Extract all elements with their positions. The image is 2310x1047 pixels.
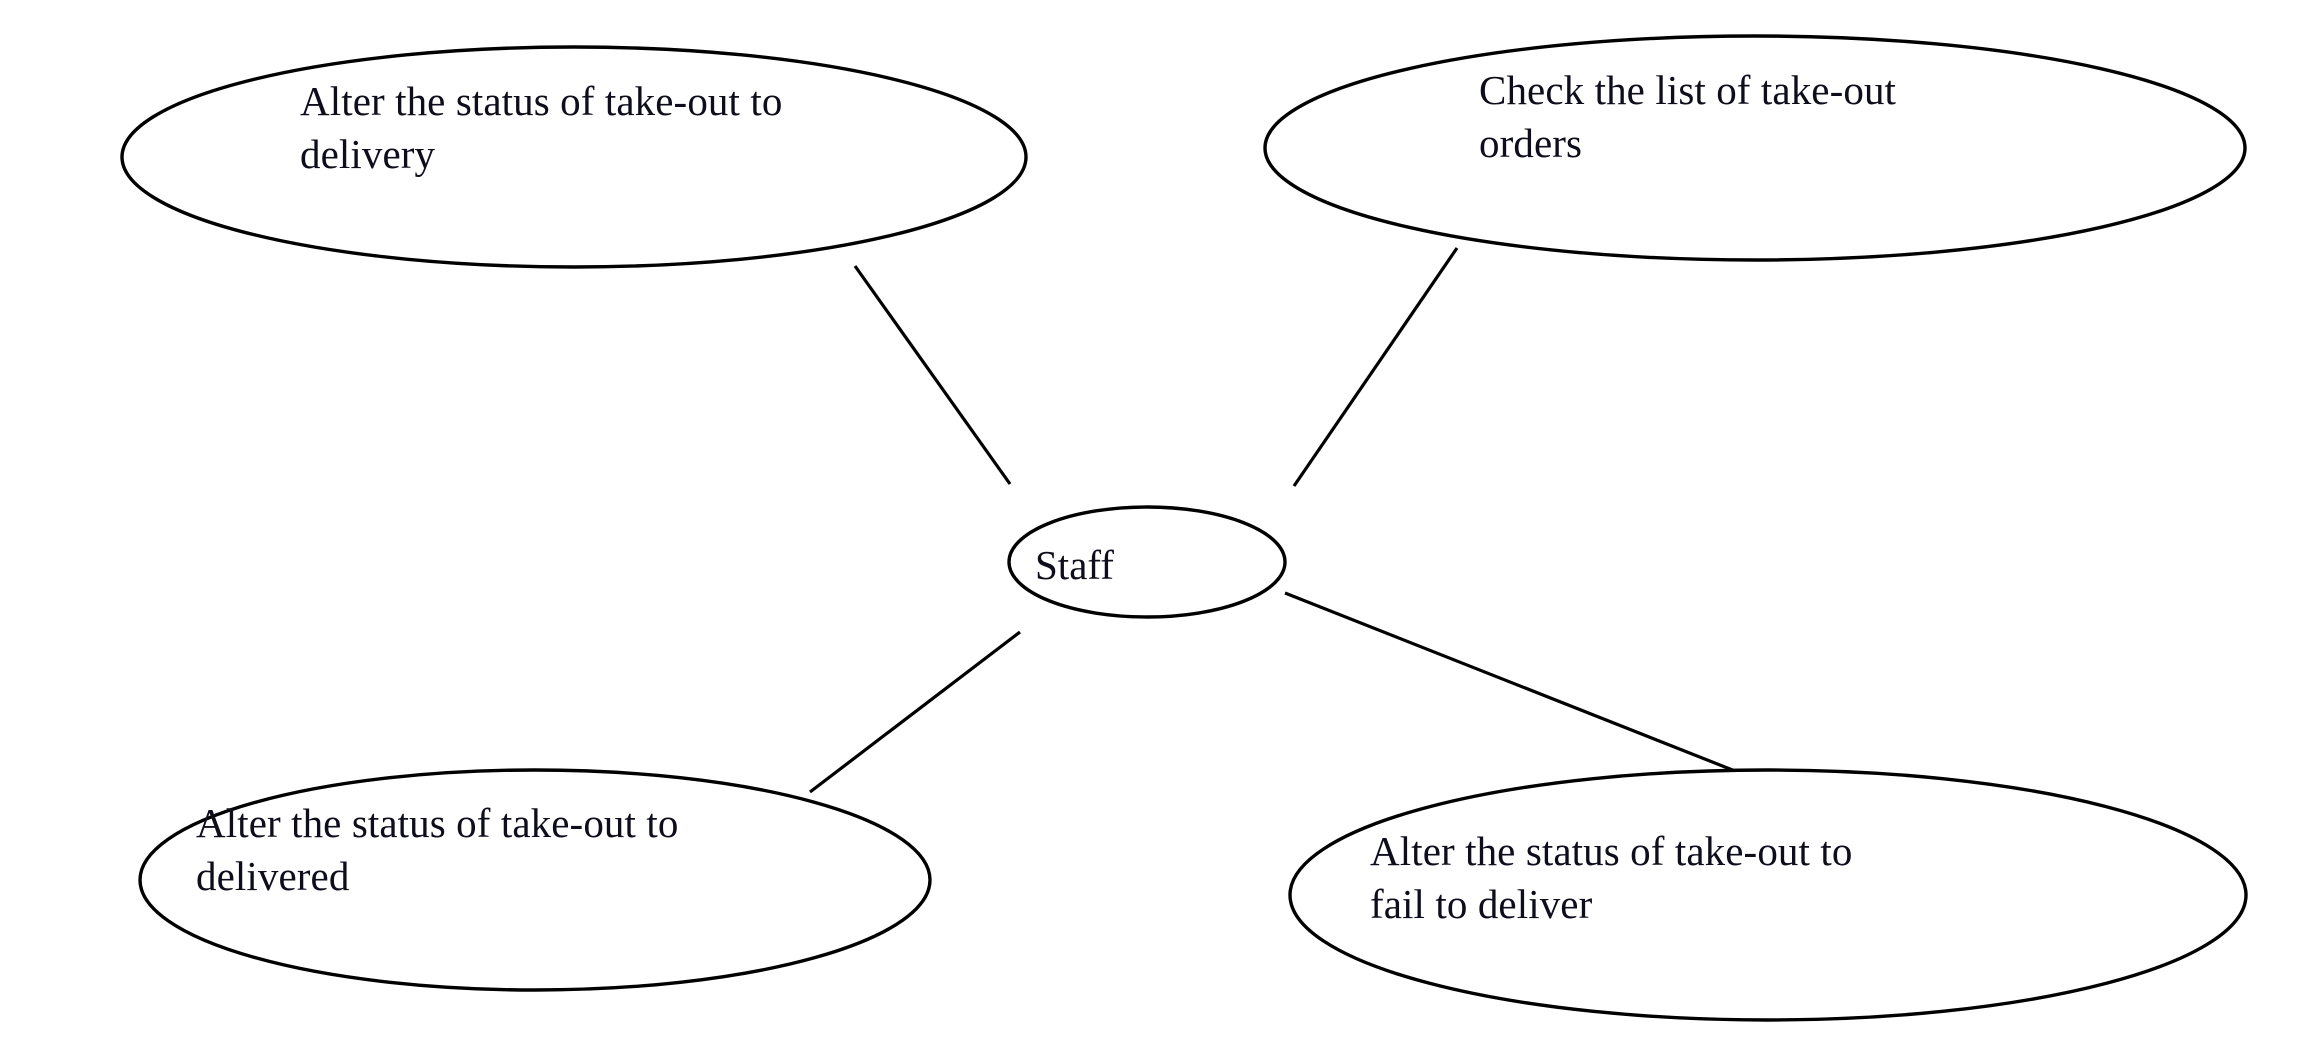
use-case-hit-alter-status-fail-to-deliver[interactable]	[1290, 770, 2246, 1020]
use-case-hit-alter-status-delivery[interactable]	[122, 47, 1026, 267]
use-case-ellipse-alter-status-delivery[interactable]	[120, 45, 1028, 269]
actor-hit-staff[interactable]	[1009, 507, 1285, 617]
use-case-ellipse-alter-status-fail-to-deliver[interactable]	[1288, 768, 2248, 1022]
use-case-ellipse-alter-status-delivered[interactable]	[138, 768, 932, 992]
association-staff-to-alter-status-fail-to-deliver[interactable]	[1284, 591, 1774, 788]
association-staff-to-alter-status-delivered[interactable]	[809, 630, 1021, 794]
use-case-ellipse-check-list-takeout-orders[interactable]	[1263, 34, 2247, 262]
association-staff-to-check-list-takeout-orders[interactable]	[1292, 247, 1459, 487]
association-staff-to-alter-status-delivery[interactable]	[853, 265, 1012, 485]
use-case-hit-check-list-takeout-orders[interactable]	[1265, 36, 2245, 260]
use-case-hit-alter-status-delivered[interactable]	[140, 770, 930, 990]
actor-ellipse-staff[interactable]	[1007, 505, 1287, 619]
